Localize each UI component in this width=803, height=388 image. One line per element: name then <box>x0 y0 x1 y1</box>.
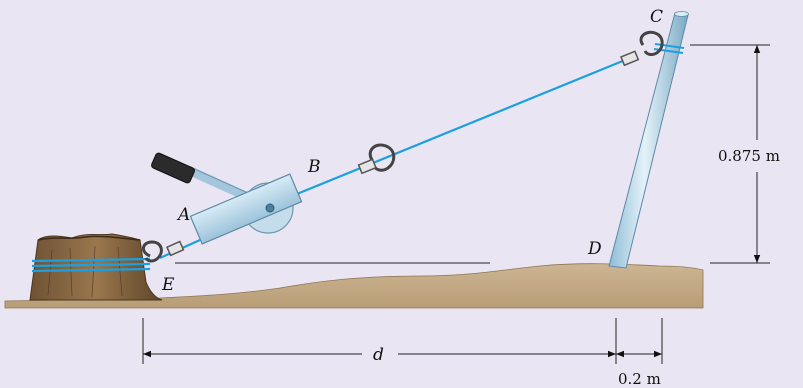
hook-c <box>620 30 664 67</box>
label-c: C <box>650 7 663 27</box>
stump-top <box>37 235 141 241</box>
ground <box>4 263 704 309</box>
pole-top-cap <box>674 11 689 17</box>
height-dimension-label: 0.875 m <box>718 147 780 165</box>
stump-straps <box>31 257 151 273</box>
label-d: D <box>587 239 602 259</box>
hook-b <box>357 143 396 175</box>
tree-stump <box>29 233 163 301</box>
label-d-dimension: d <box>373 345 384 365</box>
offset-dimension-label: 0.2 m <box>618 370 661 388</box>
stump-bark-lines <box>47 245 123 298</box>
hook-e <box>142 240 185 263</box>
winch-handle-grip <box>151 152 195 184</box>
winch-pivot <box>265 203 275 213</box>
cable-b-to-c <box>291 56 631 198</box>
label-a: A <box>176 205 190 225</box>
label-e: E <box>161 275 175 295</box>
winch-body <box>189 173 303 245</box>
label-b: B <box>307 157 321 177</box>
